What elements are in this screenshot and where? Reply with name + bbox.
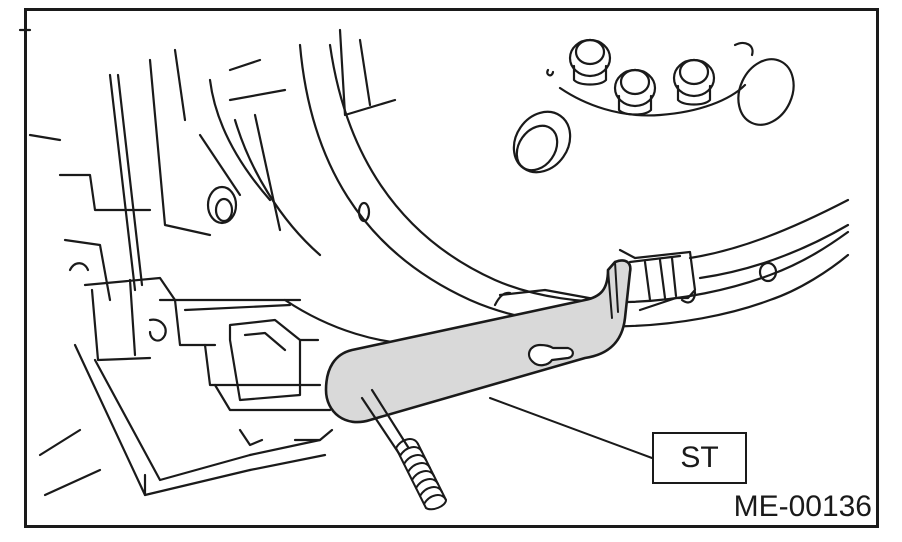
tool-bolt-shaft <box>360 396 402 457</box>
special-tool-callout: ST <box>652 432 747 484</box>
flywheel-rim <box>283 43 850 347</box>
tool-body <box>324 259 632 424</box>
drive-plate-bolts <box>357 38 795 283</box>
callout-label: ST <box>680 441 719 474</box>
special-tool <box>324 248 697 511</box>
callout-leader-line <box>489 397 653 459</box>
tool-bolt-threads <box>395 438 447 511</box>
engine-block <box>18 28 602 497</box>
tool-keyhole-slot <box>527 343 574 367</box>
figure-id: ME-00136 <box>729 490 872 524</box>
